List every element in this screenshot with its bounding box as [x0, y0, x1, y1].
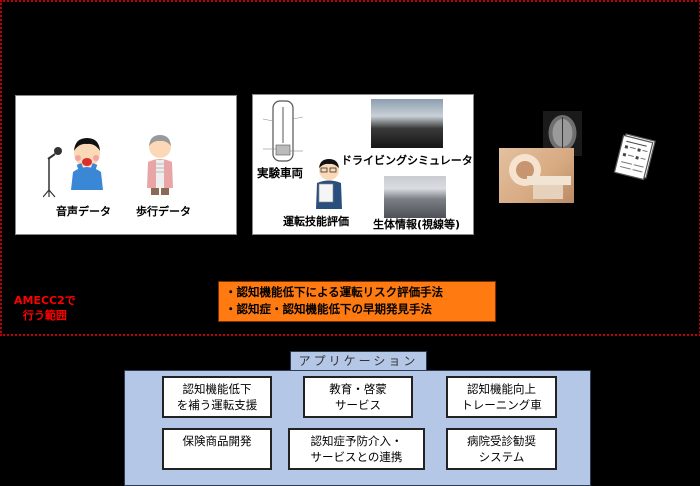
app-driving-support: 認知機能低下 を補う運転支援	[162, 376, 272, 418]
app-line1: 教育・啓蒙	[329, 382, 387, 396]
applications-title: アプリケーション	[290, 351, 427, 371]
app-line1: 認知機能向上	[467, 382, 536, 396]
app-prevention-services: 認知症予防介入・ サービスとの連携	[288, 428, 425, 470]
app-line1: 病院受診勧奨	[467, 434, 536, 448]
gait-data-label: 歩行データ	[136, 205, 191, 218]
driving-skill-label: 運転技能評価	[283, 215, 349, 228]
speaking-person-icon	[71, 138, 103, 190]
questionnaire-document-icon	[614, 133, 656, 181]
data-collection-panel: 音声データ 歩行データ	[15, 95, 237, 235]
app-line2: を補う運転支援	[176, 398, 258, 412]
microphone-icon	[43, 147, 62, 198]
app-line2: トレーニング車	[461, 398, 542, 412]
app-training-vehicle: 認知機能向上 トレーニング車	[446, 376, 557, 418]
method-driving-risk: ・認知機能低下による運転リスク評価手法	[225, 285, 444, 299]
app-line2: サービスとの連携	[310, 450, 403, 464]
scope-label-line2: 行う範囲	[22, 309, 67, 322]
brain-icon	[548, 115, 577, 151]
scope-label-line1: AMECC2で	[14, 294, 76, 307]
biometric-info-label: 生体情報(視線等)	[373, 218, 461, 231]
app-line1: 保険商品開発	[182, 434, 252, 448]
evaluator-person-icon	[316, 159, 342, 209]
app-insurance: 保険商品開発	[162, 428, 272, 470]
elderly-person-icon	[147, 135, 173, 195]
evaluation-methods-box: ・認知機能低下による運転リスク評価手法 ・認知症・認知機能低下の早期発見手法	[218, 281, 496, 322]
amecc2-scope-label: AMECC2で 行う範囲	[14, 293, 76, 323]
test-vehicle-label: 実験車両	[257, 166, 303, 180]
vehicle-diagram-icon	[263, 100, 303, 162]
app-line1: 認知機能低下	[182, 382, 252, 396]
driving-panel: 実験車両 ドライビングシミュレータ 運転技能評価 生体情報(視線等)	[252, 94, 474, 235]
mri-scanner-photo	[499, 148, 574, 203]
driving-simulator-label: ドライビングシミュレータ	[341, 154, 473, 167]
app-line2: システム	[478, 450, 525, 464]
driving-simulator-photo	[371, 99, 443, 148]
app-line2: サービス	[335, 398, 381, 412]
method-early-detection: ・認知症・認知機能低下の早期発見手法	[225, 302, 432, 316]
app-line1: 認知症予防介入・	[310, 434, 403, 448]
voice-data-label: 音声データ	[56, 205, 111, 218]
app-hospital-referral: 病院受診勧奨 システム	[446, 428, 557, 470]
eye-tracking-photo	[384, 176, 446, 218]
app-education: 教育・啓蒙 サービス	[303, 376, 413, 418]
mri-icon	[509, 154, 571, 199]
